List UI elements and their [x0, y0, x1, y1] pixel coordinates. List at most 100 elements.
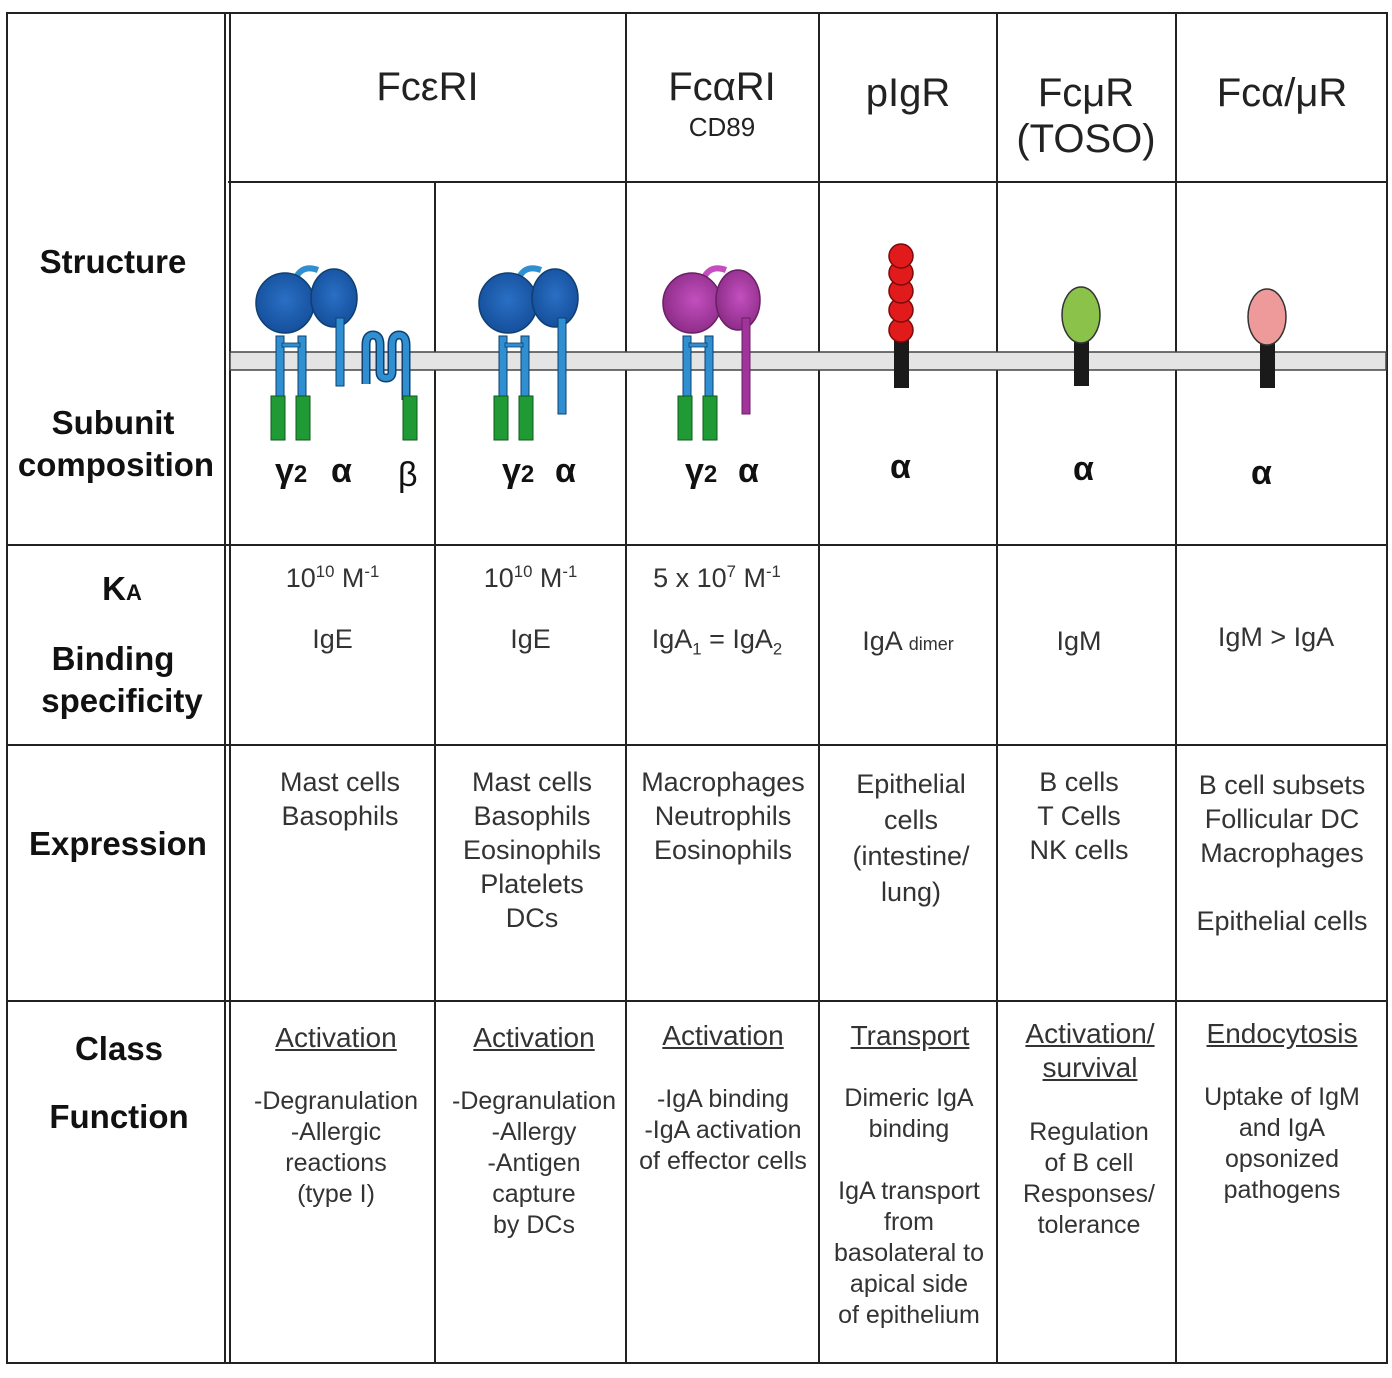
- binding-iga2: = IgA: [701, 624, 773, 654]
- function-line: opsonized: [1225, 1145, 1339, 1173]
- ka-unit: M: [532, 563, 563, 593]
- expression-line: [1176, 870, 1388, 904]
- binding-iga1: IgA: [651, 624, 693, 654]
- function-line: apical side: [849, 1270, 969, 1298]
- class-4: Transport: [850, 1020, 970, 1051]
- ka-unit: M: [334, 563, 365, 593]
- expression-1: Mast cells Basophils: [240, 765, 440, 833]
- expression-line: Eosinophils: [653, 835, 793, 865]
- subunit-beta-1: β: [398, 456, 418, 494]
- ka-exp: 10: [315, 562, 335, 581]
- function-line: by DCs: [493, 1211, 575, 1239]
- ka-unit: M: [735, 563, 766, 593]
- function-2: -Degranulation -Allergy -Antigen capture…: [436, 1086, 632, 1241]
- class-2: Activation: [473, 1022, 595, 1053]
- function-line: -Allergy: [491, 1118, 577, 1146]
- fceri-receptor-1: [255, 265, 418, 441]
- expression-line: Macrophages: [1200, 838, 1364, 868]
- row-label-structure: Structure: [39, 243, 187, 280]
- function-line: -Degranulation: [452, 1087, 616, 1115]
- expression-line: lung): [880, 877, 942, 907]
- function-line: tolerance: [1037, 1211, 1141, 1239]
- expression-line: Epithelial cells: [1196, 906, 1368, 936]
- function-line: -Allergic: [290, 1118, 382, 1146]
- binding-iga1-sub: 1: [692, 639, 702, 659]
- ka-value-2: 1010 M-1: [436, 562, 625, 594]
- function-1: -Degranulation -Allergic reactions (type…: [231, 1086, 441, 1210]
- expression-line: Platelets: [480, 869, 584, 899]
- ka-unit-exp: -1: [765, 562, 781, 581]
- function-line: from: [884, 1208, 934, 1236]
- expression-4: Epithelial cells (intestine/ lung): [819, 766, 1003, 910]
- expression-line: T Cells: [1037, 801, 1121, 831]
- expression-line: cells: [883, 805, 938, 835]
- ka-base: 10: [285, 563, 316, 593]
- function-line: basolateral to: [833, 1239, 985, 1267]
- expression-line: Mast cells: [279, 767, 401, 797]
- subunit-gamma-3: γ2: [685, 452, 717, 491]
- header-fceri: FcεRI: [376, 65, 479, 109]
- expression-5: B cells T Cells NK cells: [997, 765, 1161, 867]
- expression-6: B cell subsets Follicular DC Macrophages…: [1176, 768, 1388, 938]
- expression-2: Mast cells Basophils Eosinophils Platele…: [436, 765, 628, 935]
- expression-line: Basophils: [473, 801, 591, 831]
- function-line: Regulation: [1029, 1118, 1149, 1146]
- class-3: Activation: [662, 1020, 784, 1051]
- ka-value-3: 5 x 107 M-1: [627, 562, 807, 594]
- header-pigr: pIgR: [865, 71, 951, 115]
- subunit-gamma-2: γ2: [502, 452, 534, 491]
- function-6: Uptake of IgM and IgA opsonized pathogen…: [1176, 1082, 1388, 1206]
- row-label-subunit: Subunit: [51, 404, 175, 441]
- function-line: (type I): [297, 1180, 375, 1208]
- binding-3: IgA1 = IgA2: [627, 624, 807, 659]
- row-label-specificity: specificity: [41, 682, 203, 719]
- row-label-expression: Expression: [29, 825, 207, 862]
- expression-line: (intestine/: [852, 841, 970, 871]
- ka-sub-label: A: [125, 580, 142, 605]
- expression-line: Neutrophils: [654, 801, 792, 831]
- function-line: reactions: [285, 1149, 387, 1177]
- function-line: and IgA: [1238, 1114, 1326, 1142]
- function-3: -IgA binding -IgA activation of effector…: [627, 1084, 819, 1177]
- binding-iga: IgA: [862, 626, 902, 656]
- ka-label: K: [102, 570, 126, 607]
- expression-line: Eosinophils: [462, 835, 602, 865]
- cell-membrane: [229, 351, 1387, 371]
- binding-iga2-sub: 2: [772, 639, 783, 659]
- function-line: of epithelium: [838, 1301, 980, 1329]
- function-line: Dimeric IgA: [844, 1084, 974, 1112]
- subunit-alpha-4: α: [890, 448, 911, 486]
- row-label-function: Function: [49, 1098, 189, 1135]
- subunit-gamma-1: γ2: [275, 452, 307, 491]
- binding-6: IgM > IgA: [1217, 622, 1335, 652]
- gamma-sub: 2: [293, 461, 308, 488]
- subunit-alpha-1: α: [331, 452, 352, 490]
- header-fcmur-toso: (TOSO): [1016, 117, 1156, 161]
- binding-2: IgE: [510, 624, 551, 654]
- fcamur-receptor: [1247, 288, 1287, 388]
- function-line: of B cell: [1044, 1149, 1134, 1177]
- class-1: Activation: [275, 1022, 397, 1053]
- row-label-composition: composition: [17, 446, 215, 483]
- binding-1: IgE: [312, 624, 353, 654]
- header-fcamur: Fcα/μR: [1216, 71, 1348, 115]
- subunit-alpha-3: α: [738, 452, 759, 490]
- header-fcari: FcαRI: [668, 65, 776, 109]
- expression-line: B cell subsets: [1198, 770, 1366, 800]
- function-line: IgA transport: [838, 1177, 980, 1205]
- expression-3: Macrophages Neutrophils Eosinophils: [627, 765, 819, 867]
- function-line: -IgA activation: [644, 1116, 802, 1144]
- binding-4: IgA dimer: [819, 626, 997, 657]
- class-5b: survival: [1042, 1052, 1138, 1083]
- function-4: Dimeric IgA binding IgA transport from b…: [819, 1083, 999, 1331]
- fceri-receptor-2: [478, 265, 579, 441]
- ka-base: 10: [483, 563, 514, 593]
- function-line: -Degranulation: [254, 1087, 418, 1115]
- function-line: of effector cells: [639, 1147, 807, 1175]
- row-label-ka: KA: [8, 570, 236, 608]
- class-6: Endocytosis: [1206, 1018, 1358, 1049]
- subunit-alpha-5: α: [1073, 450, 1094, 488]
- ka-unit-exp: -1: [562, 562, 578, 581]
- gamma-symbol: γ: [275, 452, 294, 490]
